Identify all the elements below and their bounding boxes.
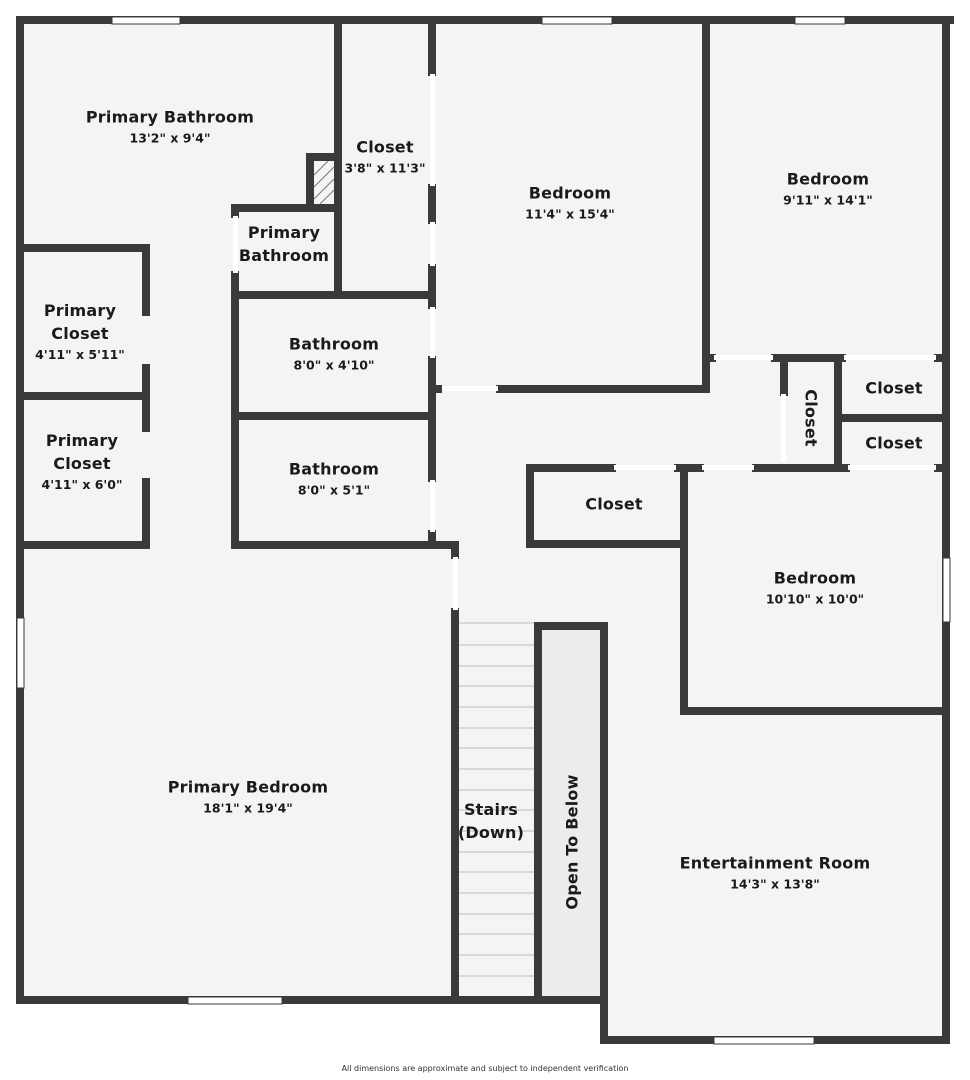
room-label-primary-bathroom-main: Primary Bathroom 13'2" x 9'4" (86, 106, 254, 147)
room-dimensions: 11'4" x 15'4" (525, 206, 615, 222)
room-name: Bedroom (528, 183, 612, 203)
room-name: Bathroom (288, 459, 380, 479)
room-dimensions: 13'2" x 9'4" (129, 130, 211, 146)
room-label-stairs: Stairs (Down) (458, 798, 524, 844)
window (111, 16, 181, 25)
open-to-below-area (540, 626, 603, 998)
room-name: Stairs (463, 800, 519, 819)
room-label-closet-small-1: Closet (865, 377, 922, 400)
window (16, 617, 25, 689)
chase-hatch (313, 160, 335, 205)
disclaimer-text: All dimensions are approximate and subje… (341, 1064, 629, 1073)
window (541, 16, 613, 25)
room-label-bedroom-3: Bedroom 9'11" x 14'1" (783, 168, 873, 209)
room-name: Closet (585, 494, 643, 514)
room-name: Entertainment Room (679, 853, 871, 873)
room-label-closet-hall: Closet (585, 493, 642, 516)
room-label-bathroom-1: Bathroom 8'0" x 4'10" (289, 333, 379, 374)
room-name: Closet (801, 389, 821, 447)
room-name: Closet (51, 324, 109, 343)
room-label-closet-walk: Closet 3'8" x 11'3" (345, 136, 426, 177)
room-dimensions: 14'3" x 13'8" (730, 876, 820, 892)
room-name: Bedroom (786, 169, 870, 189)
room-name: Closet (53, 454, 111, 473)
room-name: Primary Bathroom (85, 107, 255, 127)
room-dimensions: 3'8" x 11'3" (344, 160, 426, 176)
room-dimensions: 10'10" x 10'0" (765, 591, 865, 607)
room-name: Bathroom (238, 246, 330, 265)
room-label-closet-vertical: Closet (800, 389, 823, 446)
room-name: Bathroom (288, 334, 380, 354)
room-dimensions: 8'0" x 4'10" (293, 357, 375, 373)
room-name: Primary Bedroom (167, 777, 329, 797)
window (713, 1036, 815, 1045)
stair-treads (457, 622, 535, 977)
window (794, 16, 846, 25)
window (187, 996, 283, 1005)
room-name: Bedroom (773, 568, 857, 588)
room-name: Closet (865, 433, 923, 453)
room-dimensions: 9'11" x 14'1" (783, 192, 873, 208)
room-name: Open To Below (562, 774, 582, 910)
door-openings (233, 74, 936, 610)
room-name: (Down) (457, 823, 525, 842)
room-dimensions: 8'0" x 5'1" (297, 482, 371, 498)
room-label-primary-bedroom: Primary Bedroom 18'1" x 19'4" (168, 776, 329, 817)
room-label-bedroom-4: Bedroom 10'10" x 10'0" (766, 567, 864, 608)
room-dimensions: 4'11" x 6'0" (41, 477, 123, 492)
room-name: Primary (43, 301, 117, 320)
room-label-bathroom-2: Bathroom 8'0" x 5'1" (289, 458, 379, 499)
windows (16, 16, 951, 1045)
room-dimensions: 18'1" x 19'4" (203, 800, 293, 816)
room-name: Closet (356, 137, 414, 157)
window (942, 557, 951, 623)
room-label-closet-small-2: Closet (865, 432, 922, 455)
room-name: Primary (45, 431, 119, 450)
room-name: Primary (247, 223, 321, 242)
floor-fill (22, 22, 948, 1040)
room-label-bedroom-2: Bedroom 11'4" x 15'4" (525, 182, 615, 223)
room-label-open-to-below: Open To Below (561, 774, 584, 909)
room-name: Closet (865, 378, 923, 398)
room-label-entertainment-room: Entertainment Room 14'3" x 13'8" (680, 852, 871, 893)
room-dimensions: 4'11" x 5'11" (35, 347, 125, 362)
